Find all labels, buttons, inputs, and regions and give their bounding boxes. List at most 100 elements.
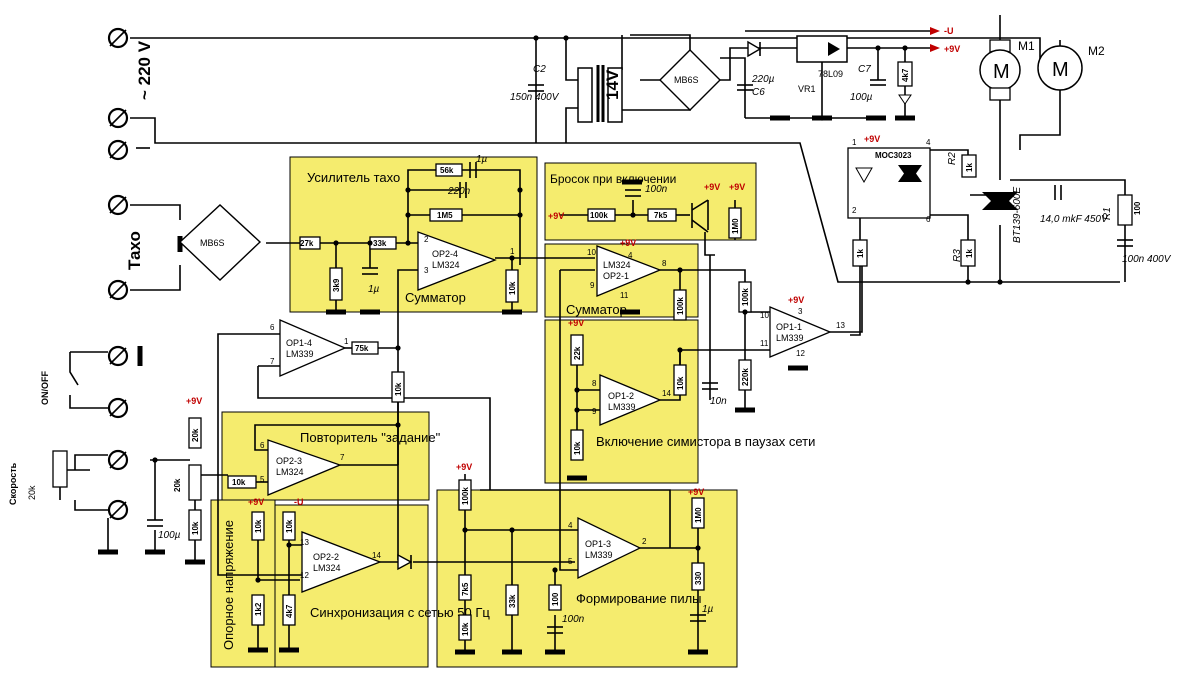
r10k-low: 10k [191,521,200,535]
svg-text:6: 6 [260,441,265,450]
block-sawtooth [436,489,738,668]
op1-3-chip: LM339 [585,550,613,560]
op1-4-chip: LM339 [286,349,314,359]
r10k-mid: 10k [394,382,403,396]
r10k-pot: 10k [232,478,246,487]
svg-text:7: 7 [270,357,275,366]
svg-text:6: 6 [270,323,275,332]
r10k-sync: 10k [254,519,263,533]
svg-text:5: 5 [260,475,265,484]
svg-text:+9V: +9V [788,295,804,305]
c7-value: 100µ [850,92,873,103]
svg-text:12: 12 [796,349,805,358]
terminal-mains-2[interactable] [107,107,129,129]
c6-value: 220µ [751,74,775,85]
opamp-op2-1 [596,245,662,297]
terminal-tacho-1[interactable] [107,194,129,216]
vr1-name: VR1 [798,84,816,94]
svg-text:+9V: +9V [248,497,264,507]
sawtooth-label: Формирование пилы [576,591,702,606]
c1u-top: 1µ [476,154,488,165]
summator2-label: Сумматор [566,302,627,317]
svg-text:+9V: +9V [688,487,704,497]
sync-label: Синхронизация с сетью 50 Гц [310,605,490,620]
op2-3-chip: LM324 [276,467,304,477]
speed-pot-label: 20k [27,485,37,500]
op2-2-chip: LM324 [313,563,341,573]
r100k-op11: 100k [741,288,750,306]
r100k-inrush: 100k [590,211,608,220]
op1-1-name: OP1-1 [776,322,802,332]
r33k: 33k [373,239,387,248]
svg-text:9: 9 [592,407,597,416]
terminal-ground[interactable] [107,139,129,161]
r3k9: 3k9 [332,278,341,292]
triac-stage: MOC3023 1+9V 4 26 R2 1k BT139-600E 14,0 … [847,134,1172,267]
opamp-op1-1 [769,306,832,358]
r10k-op12: 10k [676,376,685,390]
op1-1-chip: LM339 [776,333,804,343]
r2-value: 1k [965,163,974,172]
opamp-op1-4 [279,319,347,377]
cap-triac: 14,0 mkF 450V [1040,214,1109,225]
svg-text:10: 10 [760,311,769,320]
svg-text:14: 14 [662,389,671,398]
svg-text:2: 2 [642,537,647,546]
op1-3-name: OP1-3 [585,539,611,549]
bridge2-label: MB6S [200,238,225,248]
svg-text:-U: -U [294,497,304,507]
r2-name: R2 [947,152,958,165]
r1-value: 100 [1133,201,1142,215]
svg-text:+9V: +9V [620,238,636,248]
op1-4-components: OP1-4 LM339 67 1 75k 10k [270,319,405,403]
svg-text:13: 13 [300,538,309,547]
r1k2: 1k2 [254,602,263,616]
svg-text:4: 4 [628,251,633,260]
c1u-saw: 1µ [702,604,714,615]
power-supply: C2 150n 400V 14V MB6S 220µ C6 78L09 VR1 … [510,26,960,123]
inrush-label: Бросок при включении [550,172,676,186]
svg-text:8: 8 [592,379,597,388]
bridge1-label: MB6S [674,75,699,85]
svg-text:2: 2 [852,206,857,215]
r-moc2: 1k [856,249,865,258]
speed-label: Скорость [8,462,18,505]
follower-components: +9V 20k 20k 10k 100µ 10k OP2-3 LM324 65 … [98,396,441,565]
c10n: 10n [710,396,727,407]
terminal-onoff-2[interactable] [107,397,129,419]
opamp-op2-4 [417,231,497,291]
svg-text:+9V: +9V [864,134,880,144]
inrush-components: Бросок при включении 100n +9V 100k 7k5 +… [548,172,745,239]
opamp-op1-2 [599,374,662,426]
r10k-saw: 10k [461,622,470,636]
triac-label: BT139-600E [1012,187,1023,243]
op2-4-chip: LM324 [432,260,460,270]
r100-saw: 100 [551,592,560,606]
svg-text:1: 1 [852,138,857,147]
opamp-op2-3 [267,439,342,496]
junctions [152,35,1003,583]
op2-3-name: OP2-3 [276,456,302,466]
terminal-mains-1[interactable] [107,27,129,49]
sawtooth-components: +9V 100k 7k5 10k 33k 100 100n OP1-3 LM33… [455,462,714,655]
c7-name: C7 [858,64,871,75]
terminals [52,27,183,521]
svg-text:6: 6 [926,215,931,224]
svg-text:3: 3 [798,307,803,316]
svg-text:+9V: +9V [568,318,584,328]
r7k5-saw: 7k5 [461,582,470,596]
r100k-sum: 100k [676,297,685,315]
terminal-speed-1[interactable] [107,449,129,471]
op2-4-name: OP2-4 [432,249,458,259]
terminal-onoff-1[interactable] [107,345,129,367]
c100n-saw: 100n [562,614,585,625]
r10k-op12b: 10k [573,441,582,455]
r1m5: 1M5 [437,211,453,220]
r33k-saw: 33k [508,594,517,608]
terminal-speed-2[interactable] [107,499,129,521]
c220n: 220n [447,186,471,197]
svg-text:+9V: +9V [729,182,745,192]
cap-r1: 100n 400V [1122,254,1172,265]
r20k-pot: 20k [173,478,182,492]
terminal-tacho-2[interactable] [107,279,129,301]
